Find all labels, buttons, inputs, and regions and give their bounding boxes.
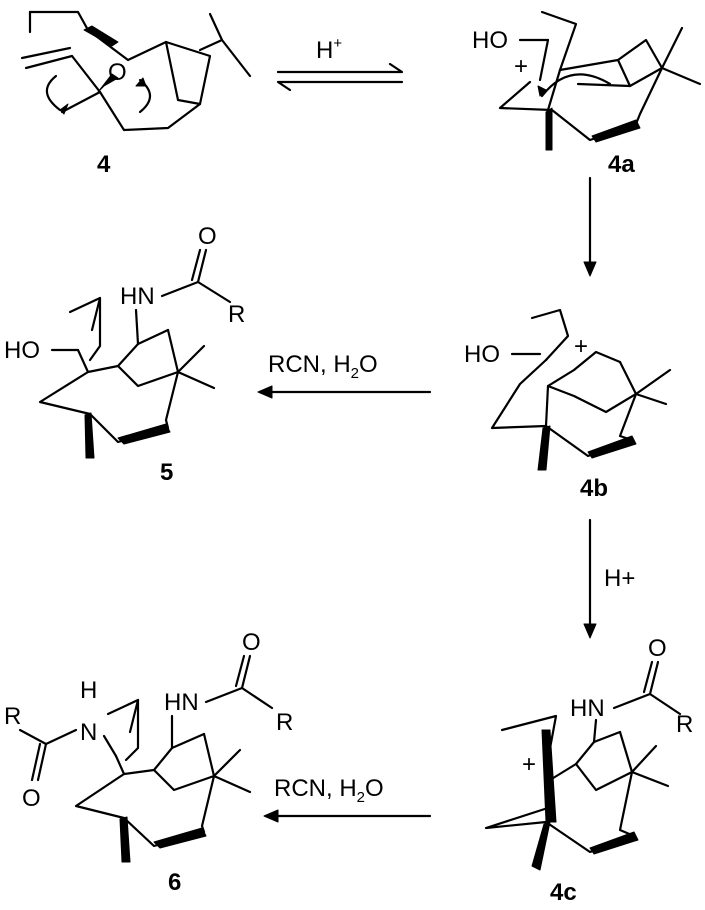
carbonyl-oxygen-label-4c: O (648, 635, 667, 662)
carbonyl-oxygen-left-label-6: O (22, 785, 41, 812)
compound-label-6: 6 (168, 869, 181, 896)
hydroxyl-label-5: HO (4, 337, 40, 364)
carbonyl-oxygen-label-5: O (198, 223, 217, 250)
compound-label-4c: 4c (550, 879, 577, 906)
cation-label-4c: + (522, 751, 536, 778)
amide-nh-label-6: HN (164, 689, 199, 716)
structure-5: HO HN O R (4, 223, 245, 459)
amide-nh-label-5: HN (120, 283, 155, 310)
structure-4c: HN O R + (484, 635, 693, 871)
r-group-left-label-6: R (4, 703, 21, 730)
arrow-4c-6: RCN, H2O (263, 775, 432, 823)
hydroxyl-label-4a: HO (472, 27, 508, 54)
nh-hydrogen-label-6: H (80, 677, 97, 704)
cation-label-4b: + (574, 333, 588, 360)
reagent-rcn-water-2: RCN, H2O (274, 775, 384, 806)
compound-label-4a: 4a (608, 151, 635, 178)
structure-4: O (20, 10, 252, 132)
arrow-4a-4b (583, 176, 597, 277)
arrow-4b-4c: H+ (583, 518, 635, 639)
r-group-right-label-6: R (276, 709, 293, 736)
reagent-rcn-water-1: RCN, H2O (268, 351, 378, 382)
structure-4b: HO + (464, 308, 672, 471)
compound-label-4: 4 (97, 151, 111, 178)
nh-nitrogen-label-6: N (80, 719, 97, 746)
equilibrium-arrow-4-4a: H+ (276, 35, 404, 92)
structure-6: H N R O HN O R (4, 629, 293, 863)
compound-label-4b: 4b (580, 475, 608, 502)
r-group-label-5: R (228, 301, 245, 328)
arrow-4b-5: RCN, H2O (257, 351, 432, 399)
r-group-label-4c: R (676, 711, 693, 738)
epoxide-oxygen-label: O (108, 59, 127, 86)
carbonyl-oxygen-right-label-6: O (242, 629, 261, 656)
h-plus-reagent-label: H+ (316, 35, 342, 64)
structure-4a: HO + (472, 10, 702, 151)
compound-label-5: 5 (160, 459, 173, 486)
cation-label-4a: + (514, 53, 528, 80)
hydroxyl-label-4b: HO (464, 341, 500, 368)
amide-nh-label-4c: HN (570, 695, 605, 722)
reagent-acid: H+ (604, 565, 635, 592)
